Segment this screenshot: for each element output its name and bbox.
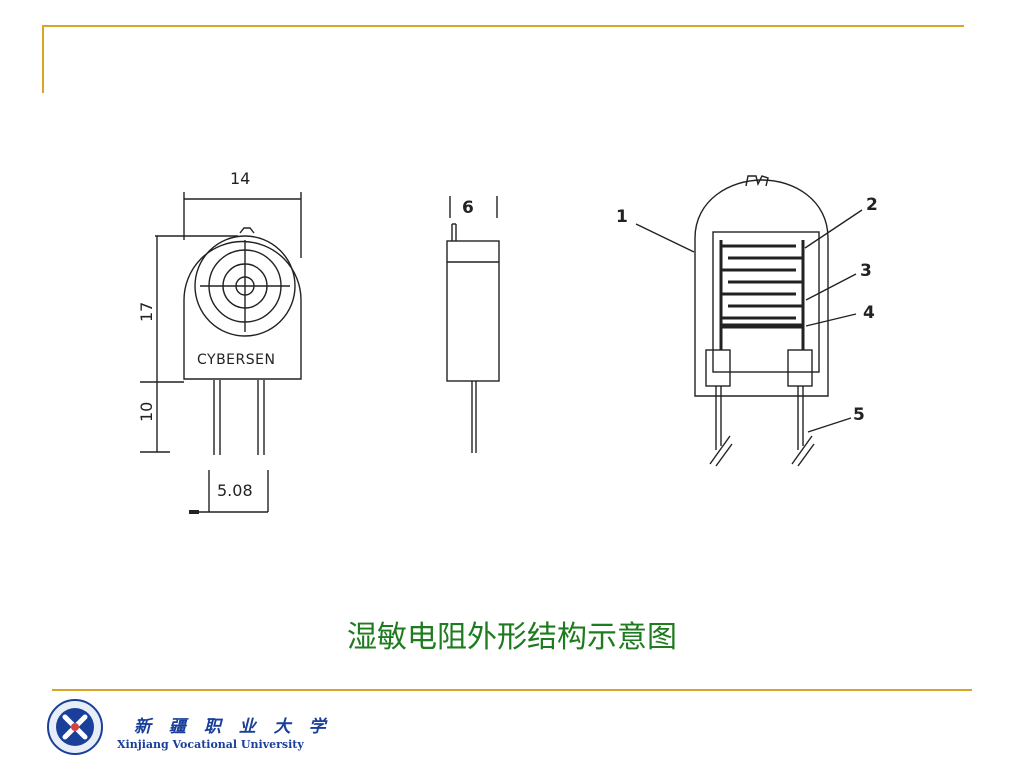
university-name-cn: 新 疆 职 业 大 学	[134, 717, 332, 737]
header-left-rule	[42, 25, 44, 93]
callout-3: 3	[860, 261, 872, 281]
university-name-en: Xinjiang Vocational University	[117, 738, 304, 751]
header-rule	[42, 25, 964, 27]
front-view	[140, 192, 302, 514]
diagram-caption: 湿敏电阻外形结构示意图	[347, 620, 677, 655]
university-logo	[47, 699, 103, 755]
brand-label: CYBERSEN	[197, 352, 275, 368]
dim-thickness: 6	[462, 198, 474, 218]
side-view	[446, 196, 500, 453]
callout-4: 4	[863, 303, 875, 323]
callout-1: 1	[616, 207, 628, 227]
dim-pitch: 5.08	[217, 481, 253, 500]
footer-rule	[52, 689, 972, 691]
structure-view	[635, 175, 863, 467]
callout-5: 5	[853, 405, 865, 425]
dim-lead-length: 10	[137, 402, 156, 422]
dim-height: 17	[137, 302, 156, 322]
dim-width: 14	[230, 169, 250, 188]
electrode-comb	[719, 240, 805, 350]
humidity-sensor-diagram: 14 17 10 5.08 CYBERSEN 6 1 2 3 4 5	[137, 169, 878, 514]
callout-2: 2	[866, 195, 878, 215]
